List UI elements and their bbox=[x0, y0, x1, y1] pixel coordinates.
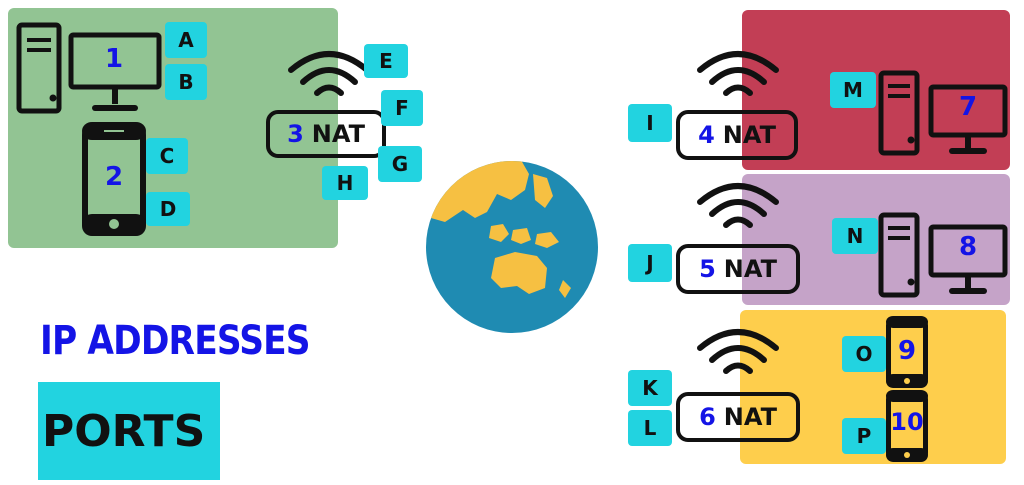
desktop-tower-icon bbox=[878, 70, 920, 156]
port-tag-K: K bbox=[628, 370, 672, 406]
router-label: NAT bbox=[723, 403, 777, 431]
port-tag-G: G bbox=[378, 146, 422, 182]
port-tag-O: O bbox=[842, 336, 886, 372]
port-tag-M: M bbox=[830, 72, 876, 108]
port-tag-E: E bbox=[364, 44, 408, 78]
smartphone-icon bbox=[886, 316, 928, 388]
title-ports: PORTS bbox=[38, 382, 220, 480]
wifi-icon bbox=[697, 183, 779, 228]
monitor-icon bbox=[68, 32, 162, 111]
router-label: NAT bbox=[311, 120, 365, 148]
router-label: NAT bbox=[723, 255, 777, 283]
title-ip-addresses: IP ADDRESSES bbox=[40, 318, 311, 364]
device-number-8: 8 bbox=[958, 232, 978, 262]
device-number-10: 10 bbox=[890, 408, 924, 436]
device-number-2: 2 bbox=[104, 162, 124, 192]
device-number-7: 7 bbox=[958, 92, 978, 122]
router-6: 6 NAT bbox=[676, 392, 800, 442]
port-tag-J: J bbox=[628, 244, 672, 282]
wifi-icon bbox=[697, 51, 779, 96]
port-tag-N: N bbox=[832, 218, 878, 254]
device-number-9: 9 bbox=[897, 336, 917, 366]
router-number-6: 6 bbox=[699, 403, 716, 431]
router-3: 3 NAT bbox=[266, 110, 386, 158]
router-number-3: 3 bbox=[287, 120, 304, 148]
router-4: 4 NAT bbox=[676, 110, 798, 160]
port-tag-I: I bbox=[628, 104, 672, 142]
monitor-icon bbox=[928, 224, 1008, 294]
desktop-tower-icon bbox=[16, 22, 62, 114]
port-tag-H: H bbox=[322, 166, 368, 200]
smartphone-icon bbox=[886, 390, 928, 462]
port-tag-L: L bbox=[628, 410, 672, 446]
desktop-tower-icon bbox=[878, 212, 920, 298]
smartphone-icon bbox=[82, 122, 146, 236]
router-label: NAT bbox=[722, 121, 776, 149]
wifi-icon bbox=[288, 51, 370, 96]
router-number-5: 5 bbox=[699, 255, 716, 283]
device-number-1: 1 bbox=[104, 44, 124, 74]
port-tag-B: B bbox=[165, 64, 207, 100]
port-tag-C: C bbox=[146, 138, 188, 174]
port-tag-P: P bbox=[842, 418, 886, 454]
port-tag-F: F bbox=[381, 90, 423, 126]
router-number-4: 4 bbox=[698, 121, 715, 149]
wifi-icon bbox=[697, 329, 779, 374]
monitor-icon bbox=[928, 84, 1008, 154]
port-tag-A: A bbox=[165, 22, 207, 58]
router-5: 5 NAT bbox=[676, 244, 800, 294]
globe-icon bbox=[426, 161, 598, 333]
port-tag-D: D bbox=[146, 192, 190, 226]
